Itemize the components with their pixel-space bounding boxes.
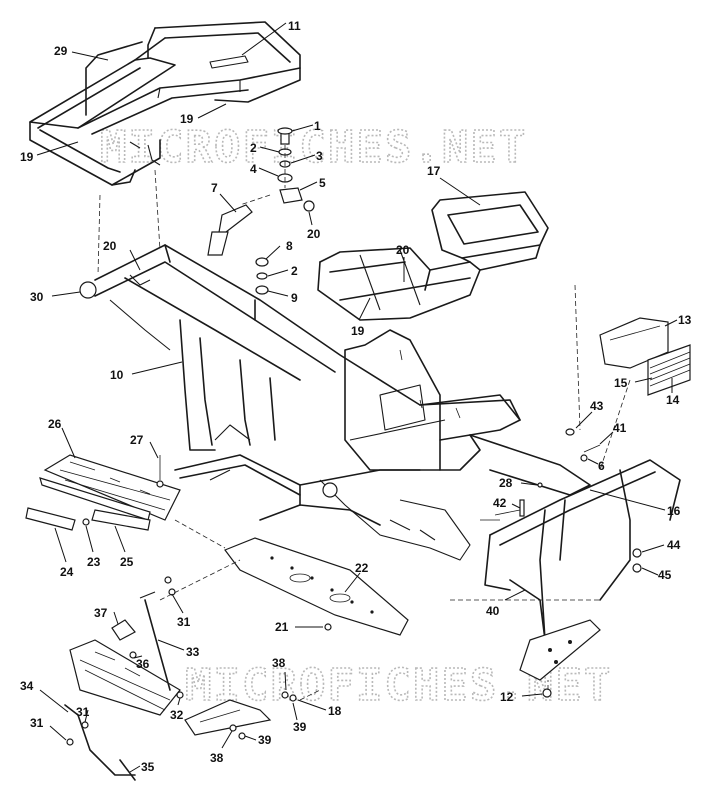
callout-7: 7 [211,181,218,195]
callout-39-left: 39 [258,733,272,747]
callout-19-front-rack: 19 [351,324,365,338]
callout-1: 1 [314,119,321,133]
callout-30: 30 [30,290,44,304]
callout-2-lower: 2 [291,264,298,278]
callout-25: 25 [120,555,134,569]
callout-28: 28 [499,476,513,490]
left-footrest [25,454,181,531]
callout-6: 6 [598,459,605,473]
callout-20-frame: 20 [103,239,117,253]
main-frame [79,244,591,561]
callout-3: 3 [316,149,323,163]
callout-37: 37 [94,606,108,620]
callout-19-left: 19 [20,150,34,164]
assembly-lines [97,169,631,701]
callout-13: 13 [678,313,692,327]
brake-pedal [184,691,297,740]
headlight [599,317,691,396]
callout-2-upper: 2 [250,141,257,155]
callout-15: 15 [614,376,628,390]
callout-19-rack: 19 [180,112,194,126]
callout-31-lower: 31 [30,716,44,730]
callout-18: 18 [328,704,342,718]
callout-31-upper: 31 [177,615,191,629]
callout-20-front-rack: 20 [396,243,410,257]
callout-36: 36 [136,657,150,671]
callout-5: 5 [319,176,326,190]
bumper-hardware [519,428,642,573]
callout-4: 4 [250,162,257,176]
front-rack [317,191,549,321]
callouts: 11 29 19 19 1 2 3 4 5 20 7 8 2 9 20 30 1… [20,19,692,774]
callout-12: 12 [500,690,514,704]
callout-14: 14 [666,393,680,407]
rear-rack [29,21,301,186]
callout-8: 8 [286,239,293,253]
callout-33: 33 [186,645,200,659]
callout-31-mid: 31 [76,705,90,719]
callout-42: 42 [493,496,507,510]
callout-17: 17 [427,164,441,178]
callout-41: 41 [613,421,627,435]
callout-35: 35 [141,760,155,774]
callout-21: 21 [275,620,289,634]
callout-45: 45 [658,568,672,582]
watermark-top: MICROFICHES.NET [100,122,527,173]
callout-23: 23 [87,555,101,569]
callout-16: 16 [667,504,681,518]
callout-34: 34 [20,679,34,693]
callout-24: 24 [60,565,74,579]
callout-22: 22 [355,561,369,575]
skid-plate [224,537,409,636]
callout-10: 10 [110,368,124,382]
callout-27: 27 [130,433,144,447]
callout-39-right: 39 [293,720,307,734]
callout-40: 40 [486,604,500,618]
right-footrest [64,576,184,781]
callout-43: 43 [590,399,604,413]
callout-38-upper: 38 [272,656,286,670]
callout-11: 11 [288,19,301,33]
upper-hardware [207,127,315,295]
callout-32: 32 [170,708,184,722]
callout-26: 26 [48,417,62,431]
callout-20-upper: 20 [307,227,321,241]
callout-38-lower: 38 [210,751,224,765]
callout-29: 29 [54,44,68,58]
callout-44: 44 [667,538,681,552]
callout-9: 9 [291,291,298,305]
